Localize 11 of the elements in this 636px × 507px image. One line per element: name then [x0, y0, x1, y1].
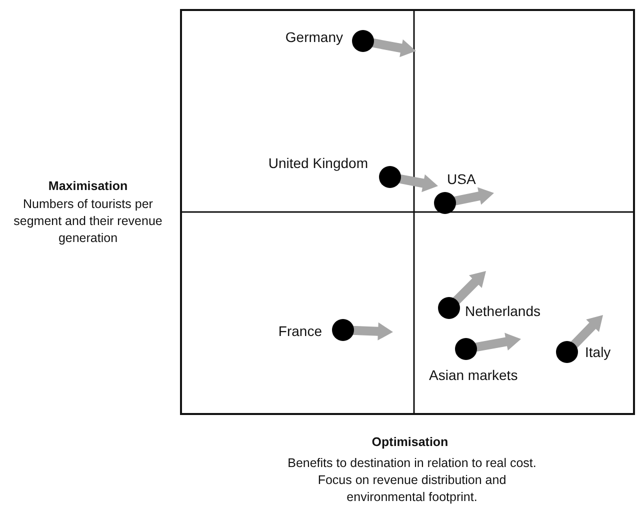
- country-label: Asian markets: [429, 366, 518, 384]
- country-label: Germany: [285, 28, 343, 46]
- axis-title: Optimisation: [370, 434, 450, 451]
- axis-description: Numbers of tourists per segment and their revenue generation: [13, 196, 163, 247]
- axis-description: Benefits to destination in relation to real cost. Focus on revenue distribution and environmental footprint.: [286, 455, 538, 506]
- country-label: France: [278, 322, 322, 340]
- country-label: Italy: [585, 343, 611, 361]
- axis-title: Maximisation: [47, 178, 129, 195]
- country-label: USA: [447, 170, 476, 188]
- country-label: Netherlands: [465, 302, 540, 320]
- country-label: United Kingdom: [268, 154, 368, 172]
